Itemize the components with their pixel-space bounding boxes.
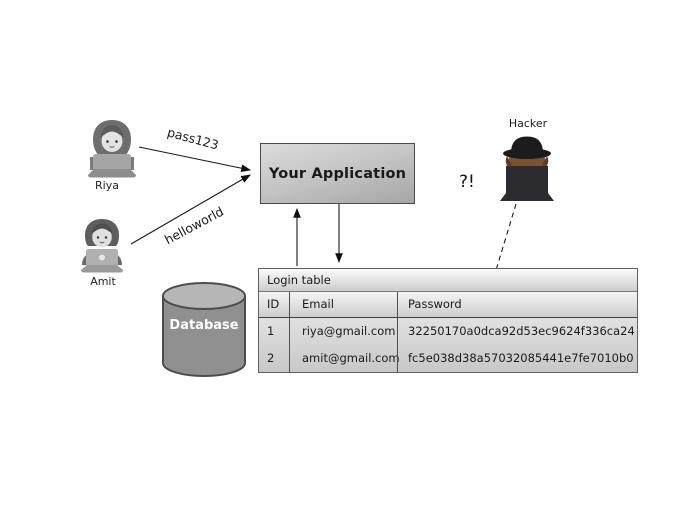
table-row: 2 amit@gmail.com fc5e038d38a57032085441e… xyxy=(259,345,637,372)
database-label: Database xyxy=(169,318,239,333)
cell-password-hash: fc5e038d38a57032085441e7fe7010b0 xyxy=(397,345,637,372)
riya-label: Riya xyxy=(95,179,119,192)
login-table: Login table ID Email Password 1 riya@gma… xyxy=(258,268,638,373)
arrow-riya-to-app xyxy=(138,146,252,172)
table-row: 1 riya@gmail.com 32250170a0dca92d53ec962… xyxy=(259,318,637,345)
hacker-reaction-text: ?! xyxy=(459,172,475,192)
cell-id: 2 xyxy=(267,351,275,365)
riya-password-text: pass123 xyxy=(165,124,221,153)
cell-id: 1 xyxy=(267,324,275,338)
column-header-id: ID xyxy=(267,297,280,311)
login-table-title: Login table xyxy=(259,269,637,292)
amit-avatar-icon xyxy=(81,219,123,273)
cell-password-hash: 32250170a0dca92d53ec9624f336ca24 xyxy=(397,318,637,345)
login-table-header-row: ID Email Password xyxy=(259,292,637,318)
hacker-icon xyxy=(500,136,554,201)
hacker-label: Hacker xyxy=(508,117,548,130)
application-box-label: Your Application xyxy=(268,165,407,182)
column-header-password: Password xyxy=(397,292,637,317)
column-header-email: Email xyxy=(289,292,397,317)
application-box: Your Application xyxy=(260,143,415,204)
amit-label: Amit xyxy=(90,275,116,288)
cell-email: riya@gmail.com xyxy=(289,318,397,345)
cell-email: amit@gmail.com xyxy=(289,345,400,372)
riya-avatar-icon xyxy=(88,120,136,178)
amit-password-text: helloworld xyxy=(161,203,227,248)
login-table-body: 1 riya@gmail.com 32250170a0dca92d53ec962… xyxy=(259,318,637,372)
database-cylinder-icon xyxy=(162,282,246,377)
